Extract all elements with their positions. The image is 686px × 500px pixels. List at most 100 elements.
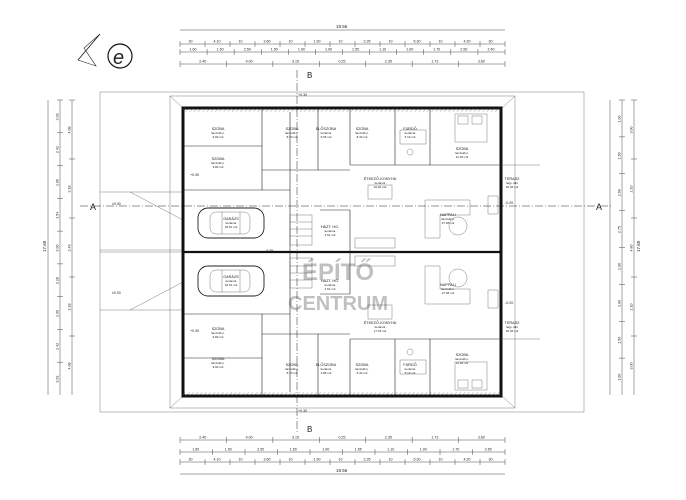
dim-value: 10	[439, 40, 443, 44]
room-area: 4.51 m2	[325, 287, 336, 291]
room-name: SZOBA	[356, 363, 369, 367]
room-name: SZOBA	[212, 127, 225, 131]
dim-value: 1.54	[56, 212, 60, 219]
dim-value: 3.28	[56, 277, 60, 284]
room-name: SZOBA	[212, 327, 225, 331]
room-floor: kerámia	[321, 131, 332, 135]
dim-value: 1.50	[290, 448, 297, 452]
room-name: SZOBA	[286, 127, 299, 131]
watermark-logo: ÉPÍTŐ CENTRUM	[288, 258, 388, 315]
dim-value: 1.90	[322, 448, 329, 452]
car-icon-top	[197, 207, 265, 239]
dim-value: 2.10	[630, 304, 634, 311]
dim-value: 1.10	[387, 448, 394, 452]
dim-value: 3.00	[630, 127, 634, 134]
level-marks: +0.30 +0.30 -0.20 -0.20 +0.30 +0.30 -0.0…	[190, 93, 513, 413]
dim-value: 3.00	[630, 363, 634, 370]
dim-value: 1.50	[217, 48, 224, 52]
room-floor: fagy. álló	[506, 325, 518, 329]
dim-value: 30	[489, 40, 493, 44]
interior-walls-top	[183, 108, 501, 252]
dim-value: 3.60	[478, 60, 485, 64]
dim-value: 10	[339, 40, 343, 44]
room-area: 8.70 m2	[287, 135, 298, 139]
dim-value: 30	[189, 458, 193, 462]
dim-value: 1.70	[452, 448, 459, 452]
dim-value: 0.25	[339, 60, 346, 64]
room-floor: kerámia	[321, 367, 332, 371]
dim-total-height-left: 17.60	[42, 240, 47, 252]
room-area: 5.13 m2	[405, 135, 416, 139]
furniture	[289, 113, 540, 391]
room-area: 3.85 m2	[321, 371, 332, 375]
dim-value: 3.15	[292, 60, 299, 64]
level-driveway-top: ±0.00	[112, 202, 121, 206]
room-area: 27.96 m2	[442, 291, 455, 295]
dim-value: 1.73	[431, 60, 438, 64]
dim-value: 1.50	[618, 152, 622, 159]
dim-value: 1.60	[618, 374, 622, 381]
room-area: 4.51 m2	[325, 233, 336, 237]
dim-value: 10	[439, 458, 443, 462]
dim-value: 2.50	[257, 448, 264, 452]
dim-value: 2.35	[385, 436, 392, 440]
room-floor: kerámia	[226, 279, 237, 283]
section-line-a: A A	[80, 202, 612, 212]
dim-value: 2.40	[199, 436, 206, 440]
dim-value: 3.60	[264, 40, 271, 44]
room-floor: kerámia	[325, 283, 336, 287]
dim-value: 5.30	[414, 40, 421, 44]
dim-value: 2.10	[630, 186, 634, 193]
room-floor: kerámia	[405, 367, 416, 371]
room-area: 12.90 m2	[456, 361, 469, 365]
watermark-line-2: CENTRUM	[288, 293, 388, 315]
room-floor: kerámia	[226, 221, 237, 225]
room-area: 30.95 m2	[506, 329, 519, 333]
room-name: SZOBA	[356, 127, 369, 131]
dim-value: 2.35	[364, 40, 371, 44]
dim-value: 4.10	[214, 458, 221, 462]
room-floor: laminált p.	[285, 367, 299, 371]
room-area: 12.90 m2	[456, 155, 469, 159]
dim-value: 3.15	[292, 436, 299, 440]
dim-value: 3.03	[56, 113, 60, 120]
room-area: 8.70 m2	[287, 371, 298, 375]
dim-value: 2.35	[364, 458, 371, 462]
dim-value: 2.60	[618, 300, 622, 307]
dim-total-width-bottom: 19.56	[336, 468, 348, 473]
dim-value: 1.50	[271, 48, 278, 52]
level-driveway-bottom: ±0.00	[112, 291, 121, 295]
dim-value: 1.60	[190, 48, 197, 52]
dim-value: 0.25	[339, 436, 346, 440]
dim-value: 1.60	[618, 115, 622, 122]
dim-value: 1.50	[618, 337, 622, 344]
dim-value: 1.00	[420, 448, 427, 452]
room-name: GARÁZS	[223, 217, 239, 221]
level-room-top: +0.30	[190, 173, 199, 177]
room-area: 8.40 m2	[357, 135, 368, 139]
dim-value: 1.90	[314, 458, 321, 462]
dim-value: 10	[239, 458, 243, 462]
room-name: SZOBA	[212, 357, 225, 361]
